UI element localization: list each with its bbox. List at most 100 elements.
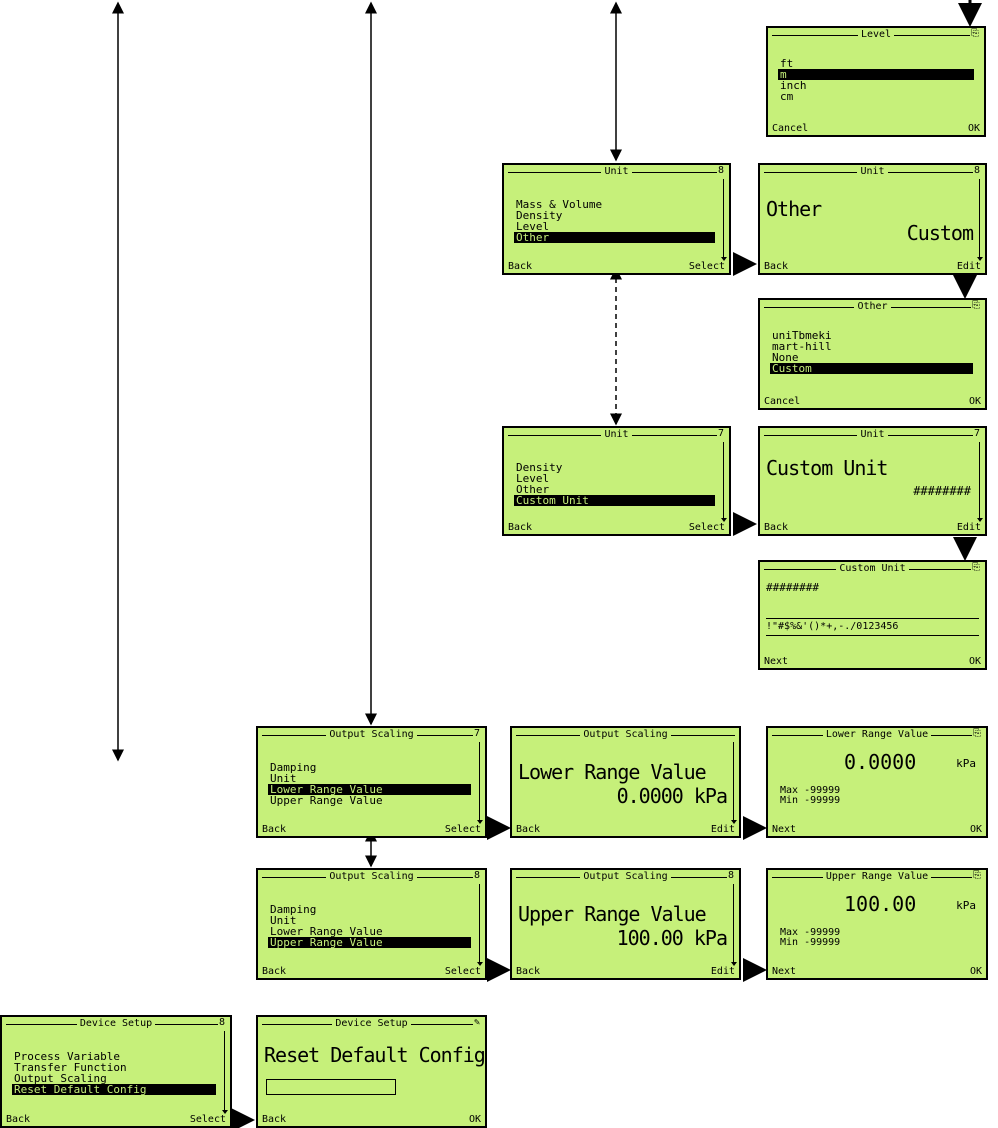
softkey-right[interactable]: Select bbox=[688, 261, 725, 272]
softkey-left[interactable]: Back bbox=[516, 824, 541, 835]
parameter-name: Lower Range Value bbox=[518, 760, 707, 784]
softkey-right[interactable]: Edit bbox=[710, 966, 735, 977]
softkey-left[interactable]: Back bbox=[764, 261, 789, 272]
softkey-left[interactable]: Next bbox=[772, 824, 797, 835]
menu-item[interactable]: Output Scaling bbox=[14, 1073, 107, 1084]
wrench-icon: ✎ bbox=[472, 1017, 481, 1028]
scroll-marker: 8 bbox=[726, 870, 735, 881]
softkey-right[interactable]: Select bbox=[444, 966, 481, 977]
scrollbar bbox=[477, 742, 483, 824]
menu-item[interactable]: Unit bbox=[270, 773, 297, 784]
scroll-marker: 7 bbox=[972, 428, 981, 439]
menu-item[interactable]: Lower Range Value bbox=[270, 926, 383, 937]
softkey-left[interactable]: Back bbox=[6, 1114, 31, 1125]
menu-item-selected[interactable]: Other bbox=[514, 232, 715, 243]
menu-list: Process Variable Transfer Function Outpu… bbox=[12, 1051, 216, 1095]
parameter-value: 0.0000 kPa bbox=[616, 784, 728, 808]
softkey-left[interactable]: Back bbox=[262, 966, 287, 977]
softkey-left[interactable]: Back bbox=[508, 522, 533, 533]
menu-list: Damping Unit Lower Range Value Upper Ran… bbox=[268, 904, 471, 948]
screen-title: Upper Range Value bbox=[822, 871, 932, 882]
menu-item[interactable]: Transfer Function bbox=[14, 1062, 127, 1073]
parameter-name: Upper Range Value bbox=[518, 902, 707, 926]
scrollbar bbox=[721, 179, 727, 261]
menu-item[interactable]: mart-hill bbox=[772, 341, 832, 352]
softkey-right[interactable]: OK bbox=[967, 123, 980, 134]
scroll-marker: 8 bbox=[716, 165, 725, 176]
softkey-right[interactable]: OK bbox=[468, 1114, 481, 1125]
unit-menu-screen-2: Unit 7 Density Level Other Custom Unit Ba… bbox=[502, 426, 731, 536]
softkey-left[interactable]: Back bbox=[508, 261, 533, 272]
menu-item[interactable]: Level bbox=[516, 473, 550, 484]
menu-item[interactable]: uniTbmeki bbox=[772, 330, 832, 341]
menu-item[interactable]: Process Variable bbox=[14, 1051, 120, 1062]
menu-item[interactable]: Mass & Volume bbox=[516, 199, 603, 210]
menu-item-selected[interactable]: Upper Range Value bbox=[268, 937, 471, 948]
character-picker[interactable]: !"#$%&'()*+,-./0123456 bbox=[766, 618, 979, 636]
menu-item[interactable]: inch bbox=[780, 80, 807, 91]
softkey-left[interactable]: Cancel bbox=[764, 396, 801, 407]
softkey-left[interactable]: Next bbox=[772, 966, 797, 977]
softkey-left[interactable]: Back bbox=[262, 824, 287, 835]
softkey-left[interactable]: Back bbox=[516, 966, 541, 977]
scroll-marker: 7 bbox=[716, 428, 725, 439]
menu-item-selected[interactable]: Lower Range Value bbox=[268, 784, 471, 795]
scrollbar bbox=[721, 442, 727, 522]
menu-item-selected[interactable]: Custom Unit bbox=[514, 495, 715, 506]
menu-item-selected[interactable]: m bbox=[778, 69, 974, 80]
lower-range-value-screen: Output Scaling Lower Range Value 0.0000 … bbox=[510, 726, 741, 838]
menu-item-selected[interactable]: Reset Default Config bbox=[12, 1084, 216, 1095]
min-max-limits: Max -99999 Min -99999 bbox=[780, 785, 841, 806]
softkey-left[interactable]: Back bbox=[764, 522, 789, 533]
screen-title: Level bbox=[857, 29, 895, 40]
screen-title: Output Scaling bbox=[580, 871, 671, 882]
menu-item[interactable]: Density bbox=[516, 210, 563, 221]
softkey-right[interactable]: OK bbox=[969, 824, 982, 835]
menu-item-selected[interactable]: Custom bbox=[770, 363, 973, 374]
softkey-left[interactable]: Cancel bbox=[772, 123, 809, 134]
menu-item[interactable]: Upper Range Value bbox=[270, 795, 383, 806]
softkey-right[interactable]: Select bbox=[444, 824, 481, 835]
scrollbar bbox=[731, 884, 737, 966]
edit-icon: ⎘ bbox=[972, 728, 982, 739]
scroll-marker: 8 bbox=[217, 1017, 226, 1028]
menu-item[interactable]: Level bbox=[516, 221, 550, 232]
softkey-left[interactable]: Next bbox=[764, 656, 789, 667]
screen-title: Output Scaling bbox=[326, 871, 417, 882]
min-max-limits: Max -99999 Min -99999 bbox=[780, 927, 841, 948]
custom-unit-edit-screen: Custom Unit⎘ ######## !"#$%&'()*+,-./012… bbox=[758, 560, 987, 670]
parameter-name: Custom Unit bbox=[766, 456, 888, 480]
softkey-right[interactable]: Select bbox=[688, 522, 725, 533]
menu-item[interactable]: Other bbox=[516, 484, 550, 495]
scrollbar bbox=[731, 742, 737, 824]
edit-icon: ⎘ bbox=[972, 870, 982, 881]
unit-label: kPa bbox=[956, 757, 976, 770]
menu-item[interactable]: None bbox=[772, 352, 799, 363]
softkey-right[interactable]: Edit bbox=[710, 824, 735, 835]
softkey-left[interactable]: Back bbox=[262, 1114, 287, 1125]
menu-item[interactable]: cm bbox=[780, 91, 794, 102]
menu-item[interactable]: Damping bbox=[270, 904, 317, 915]
edit-field[interactable]: ######## bbox=[766, 581, 819, 594]
menu-item[interactable]: ft bbox=[780, 58, 794, 69]
value-field[interactable]: 0.0000 bbox=[844, 750, 917, 774]
value-field[interactable]: 100.00 bbox=[844, 892, 917, 916]
screen-title: Unit bbox=[601, 429, 632, 440]
softkey-right[interactable]: Edit bbox=[956, 522, 981, 533]
softkey-right[interactable]: OK bbox=[968, 656, 981, 667]
menu-item[interactable]: Damping bbox=[270, 762, 317, 773]
softkey-right[interactable]: Select bbox=[189, 1114, 226, 1125]
softkey-right[interactable]: OK bbox=[969, 966, 982, 977]
softkey-right[interactable]: OK bbox=[968, 396, 981, 407]
scrollbar bbox=[477, 884, 483, 966]
softkey-right[interactable]: Edit bbox=[956, 261, 981, 272]
menu-item[interactable]: Unit bbox=[270, 915, 297, 926]
edit-icon: ⎘ bbox=[970, 28, 980, 39]
menu-item[interactable]: Density bbox=[516, 462, 563, 473]
level-screen: Level ⎘ ft m inch cm Cancel OK bbox=[766, 26, 986, 137]
unit-label: kPa bbox=[956, 899, 976, 912]
parameter-name: Reset Default Config bbox=[264, 1043, 485, 1067]
